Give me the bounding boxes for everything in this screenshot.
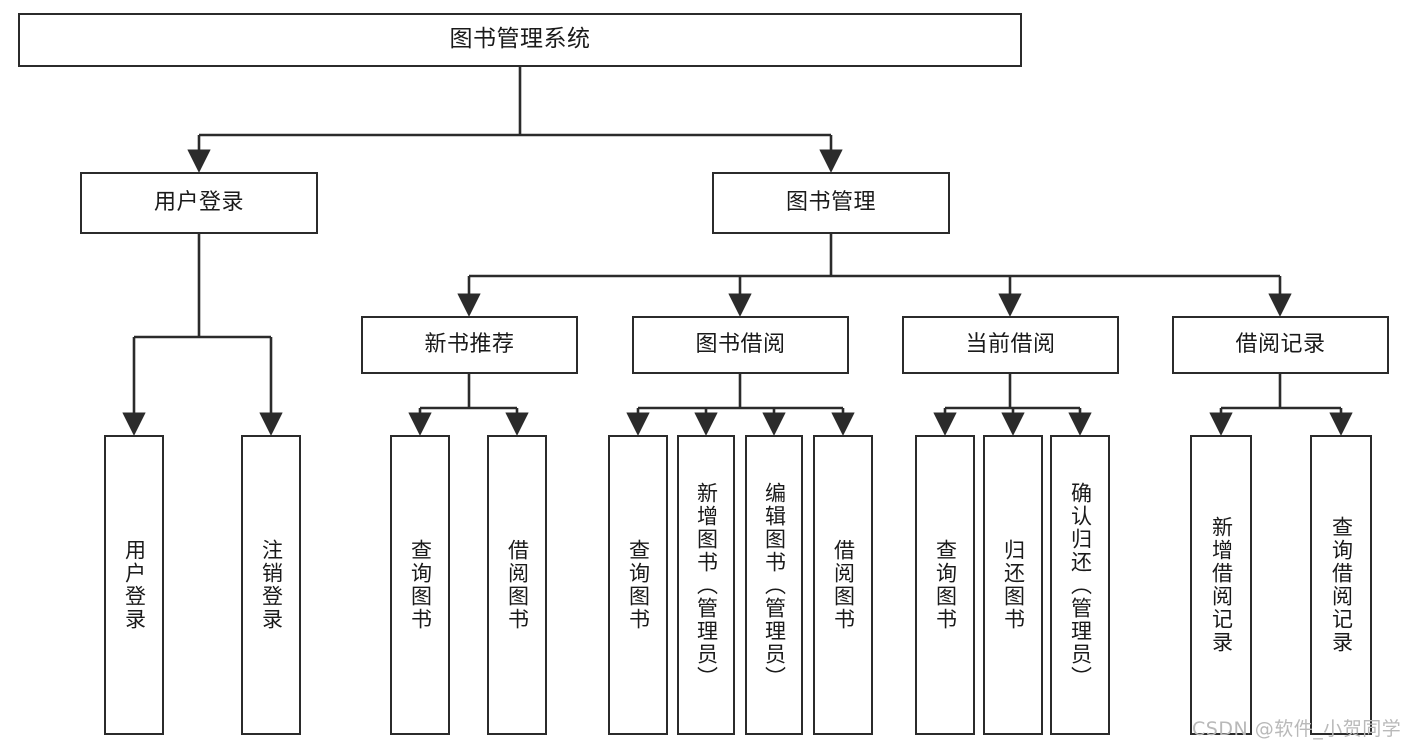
node-book-borrow[interactable]: 图书借阅 <box>632 316 849 374</box>
node-leaf-borrow-book-2[interactable]: 借阅图书 <box>813 435 873 735</box>
node-leaf-add-record[interactable]: 新增借阅记录 <box>1190 435 1252 735</box>
node-book-borrow-label: 图书借阅 <box>695 331 786 357</box>
node-leaf-borrow-book-2-label: 借阅图书 <box>831 539 856 631</box>
node-leaf-query-record[interactable]: 查询借阅记录 <box>1310 435 1372 735</box>
node-leaf-user-login[interactable]: 用户登录 <box>104 435 164 735</box>
node-leaf-query-book-2[interactable]: 查询图书 <box>608 435 668 735</box>
csdn-watermark: CSDN @软件_小贺同学 <box>1192 718 1402 740</box>
node-leaf-query-book-3[interactable]: 查询图书 <box>915 435 975 735</box>
node-leaf-logout[interactable]: 注销登录 <box>241 435 301 735</box>
node-leaf-edit-book[interactable]: 编辑图书（管理员） <box>745 435 803 735</box>
node-current-borrow-label: 当前借阅 <box>965 331 1056 357</box>
node-leaf-user-login-label: 用户登录 <box>122 539 147 631</box>
node-leaf-query-book-3-label: 查询图书 <box>933 539 958 631</box>
node-root-label: 图书管理系统 <box>449 26 591 53</box>
node-leaf-return-book[interactable]: 归还图书 <box>983 435 1043 735</box>
node-leaf-add-record-label: 新增借阅记录 <box>1209 516 1234 654</box>
node-leaf-query-book-1-label: 查询图书 <box>408 539 433 631</box>
node-leaf-add-book-label: 新增图书（管理员） <box>694 481 719 689</box>
node-new-book-recommend[interactable]: 新书推荐 <box>361 316 578 374</box>
node-leaf-borrow-book-1[interactable]: 借阅图书 <box>487 435 547 735</box>
node-leaf-add-book[interactable]: 新增图书（管理员） <box>677 435 735 735</box>
node-leaf-return-book-label: 归还图书 <box>1001 539 1026 631</box>
node-leaf-confirm-return[interactable]: 确认归还（管理员） <box>1050 435 1110 735</box>
node-leaf-confirm-return-label: 确认归还（管理员） <box>1068 481 1093 689</box>
node-new-book-recommend-label: 新书推荐 <box>424 331 515 357</box>
node-leaf-borrow-book-1-label: 借阅图书 <box>505 539 530 631</box>
node-book-manage[interactable]: 图书管理 <box>712 172 950 234</box>
node-leaf-edit-book-label: 编辑图书（管理员） <box>762 481 787 689</box>
node-leaf-query-book-2-label: 查询图书 <box>626 539 651 631</box>
node-borrow-record[interactable]: 借阅记录 <box>1172 316 1389 374</box>
node-user-login-label: 用户登录 <box>153 189 244 215</box>
node-book-manage-label: 图书管理 <box>785 189 876 215</box>
node-root[interactable]: 图书管理系统 <box>18 13 1022 67</box>
node-user-login[interactable]: 用户登录 <box>80 172 318 234</box>
node-borrow-record-label: 借阅记录 <box>1235 331 1326 357</box>
node-current-borrow[interactable]: 当前借阅 <box>902 316 1119 374</box>
node-leaf-query-book-1[interactable]: 查询图书 <box>390 435 450 735</box>
node-leaf-logout-label: 注销登录 <box>259 539 284 631</box>
node-leaf-query-record-label: 查询借阅记录 <box>1329 516 1354 654</box>
